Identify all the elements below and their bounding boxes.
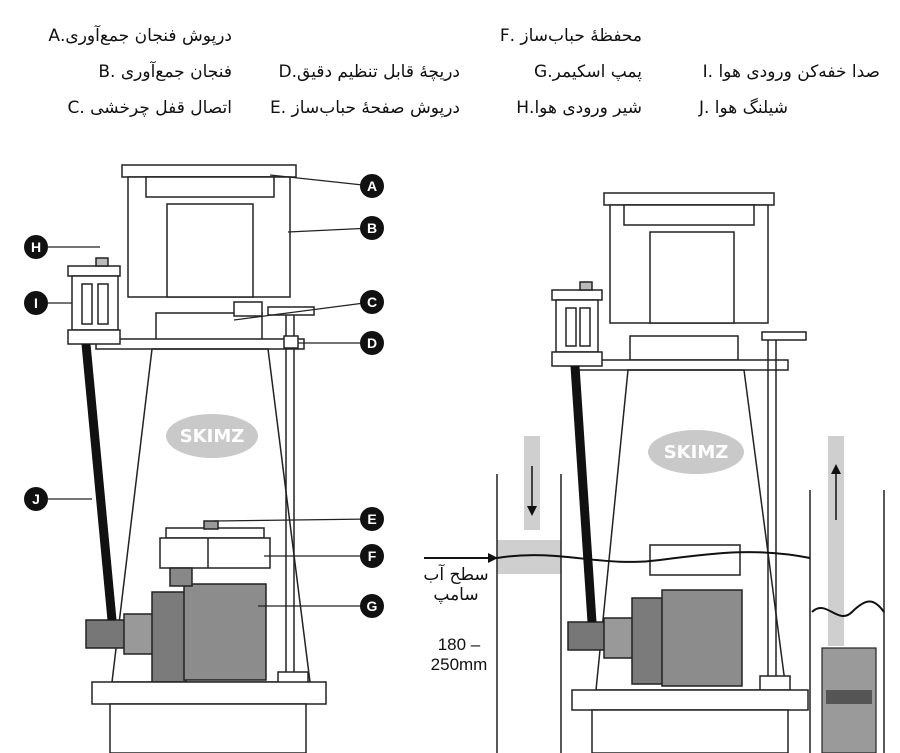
air-valve: [95, 257, 109, 267]
fine-valve-body: [283, 335, 299, 349]
legend-item-d: دریچهٔ قابل تنظیم دقیق.D: [278, 62, 460, 82]
svg-text:G: G: [367, 598, 378, 614]
legend-item-f: محفظهٔ حباب‌ساز .F: [499, 26, 642, 46]
water-level-line: [424, 551, 811, 563]
legend-item-i: صدا خفه‌کن ورودی هوا .I: [702, 62, 880, 82]
svg-text:B: B: [367, 220, 377, 236]
collection-cup-lid: [121, 164, 297, 178]
legend-item-j: شیلنگ هوا .J: [698, 98, 788, 118]
skimz-logo-left: SKIMZ: [166, 414, 258, 458]
callout-d: D: [360, 331, 384, 355]
callout-j: J: [24, 487, 48, 511]
right-skimmer: [551, 192, 809, 753]
silencer-top: [67, 265, 121, 277]
callout-markers: A B C D E F G H I J: [24, 174, 384, 618]
svg-text:SKIMZ: SKIMZ: [180, 426, 245, 447]
collection-cup-neck: [166, 203, 254, 298]
svg-text:E: E: [367, 511, 376, 527]
callout-f: F: [360, 544, 384, 568]
svg-text:SKIMZ: SKIMZ: [664, 442, 729, 463]
air-hose: [81, 343, 117, 621]
callout-c: C: [360, 290, 384, 314]
silencer-base: [67, 329, 121, 345]
svg-text:J: J: [32, 491, 40, 507]
svg-text:A: A: [367, 178, 377, 194]
collection-cup-inner-top: [145, 176, 275, 198]
water-level-label-line2: سامپ: [433, 585, 479, 605]
callout-g: G: [360, 594, 384, 618]
callout-h: H: [24, 235, 48, 259]
twist-lock-ring: [233, 301, 263, 317]
fine-valve-cap: [267, 306, 315, 316]
skimmer-pump: [183, 583, 267, 681]
water-level-range-line1: 180 –: [437, 635, 481, 654]
svg-text:C: C: [367, 294, 377, 310]
callout-e: E: [360, 507, 384, 531]
callout-i: I: [24, 291, 48, 315]
svg-text:D: D: [367, 335, 377, 351]
water-level-label-line1: سطح آب: [423, 565, 489, 585]
svg-text:I: I: [34, 295, 38, 311]
legend-item-b: فنجان جمع‌آوری .B: [98, 62, 232, 82]
callout-a: A: [360, 174, 384, 198]
base-plate: [91, 681, 327, 705]
legend-item-g: پمپ اسکیمر.G: [534, 62, 642, 82]
pump-inlet: [85, 619, 127, 649]
twist-lock-connection: [155, 312, 263, 342]
legend-item-e: درپوش صفحهٔ حباب‌ساز .E: [270, 98, 460, 118]
legend-item-c: اتصال قفل چرخشی .C: [67, 98, 232, 118]
pump-flange: [123, 613, 155, 655]
water-level-label: سطح آب سامپ: [420, 565, 492, 605]
left-skimmer: [67, 164, 327, 753]
skimz-logo-right: SKIMZ: [648, 430, 744, 474]
water-level-range: 180 – 250mm: [424, 635, 494, 675]
svg-text:H: H: [31, 239, 41, 255]
top-mount-plate: [95, 338, 305, 350]
legend-item-h: شیر ورودی هوا.H: [516, 98, 642, 118]
silencer-body: [71, 275, 119, 331]
return-pipe: [828, 436, 844, 646]
svg-text:F: F: [368, 548, 377, 564]
pump-face: [151, 591, 187, 683]
base-stand: [109, 703, 307, 753]
legend-item-a: درپوش فنجان جمع‌آوری.A: [48, 26, 232, 46]
callout-b: B: [360, 216, 384, 240]
water-level-range-line2: 250mm: [430, 655, 488, 674]
sump: [424, 436, 885, 753]
bubble-chamber: [159, 537, 271, 569]
